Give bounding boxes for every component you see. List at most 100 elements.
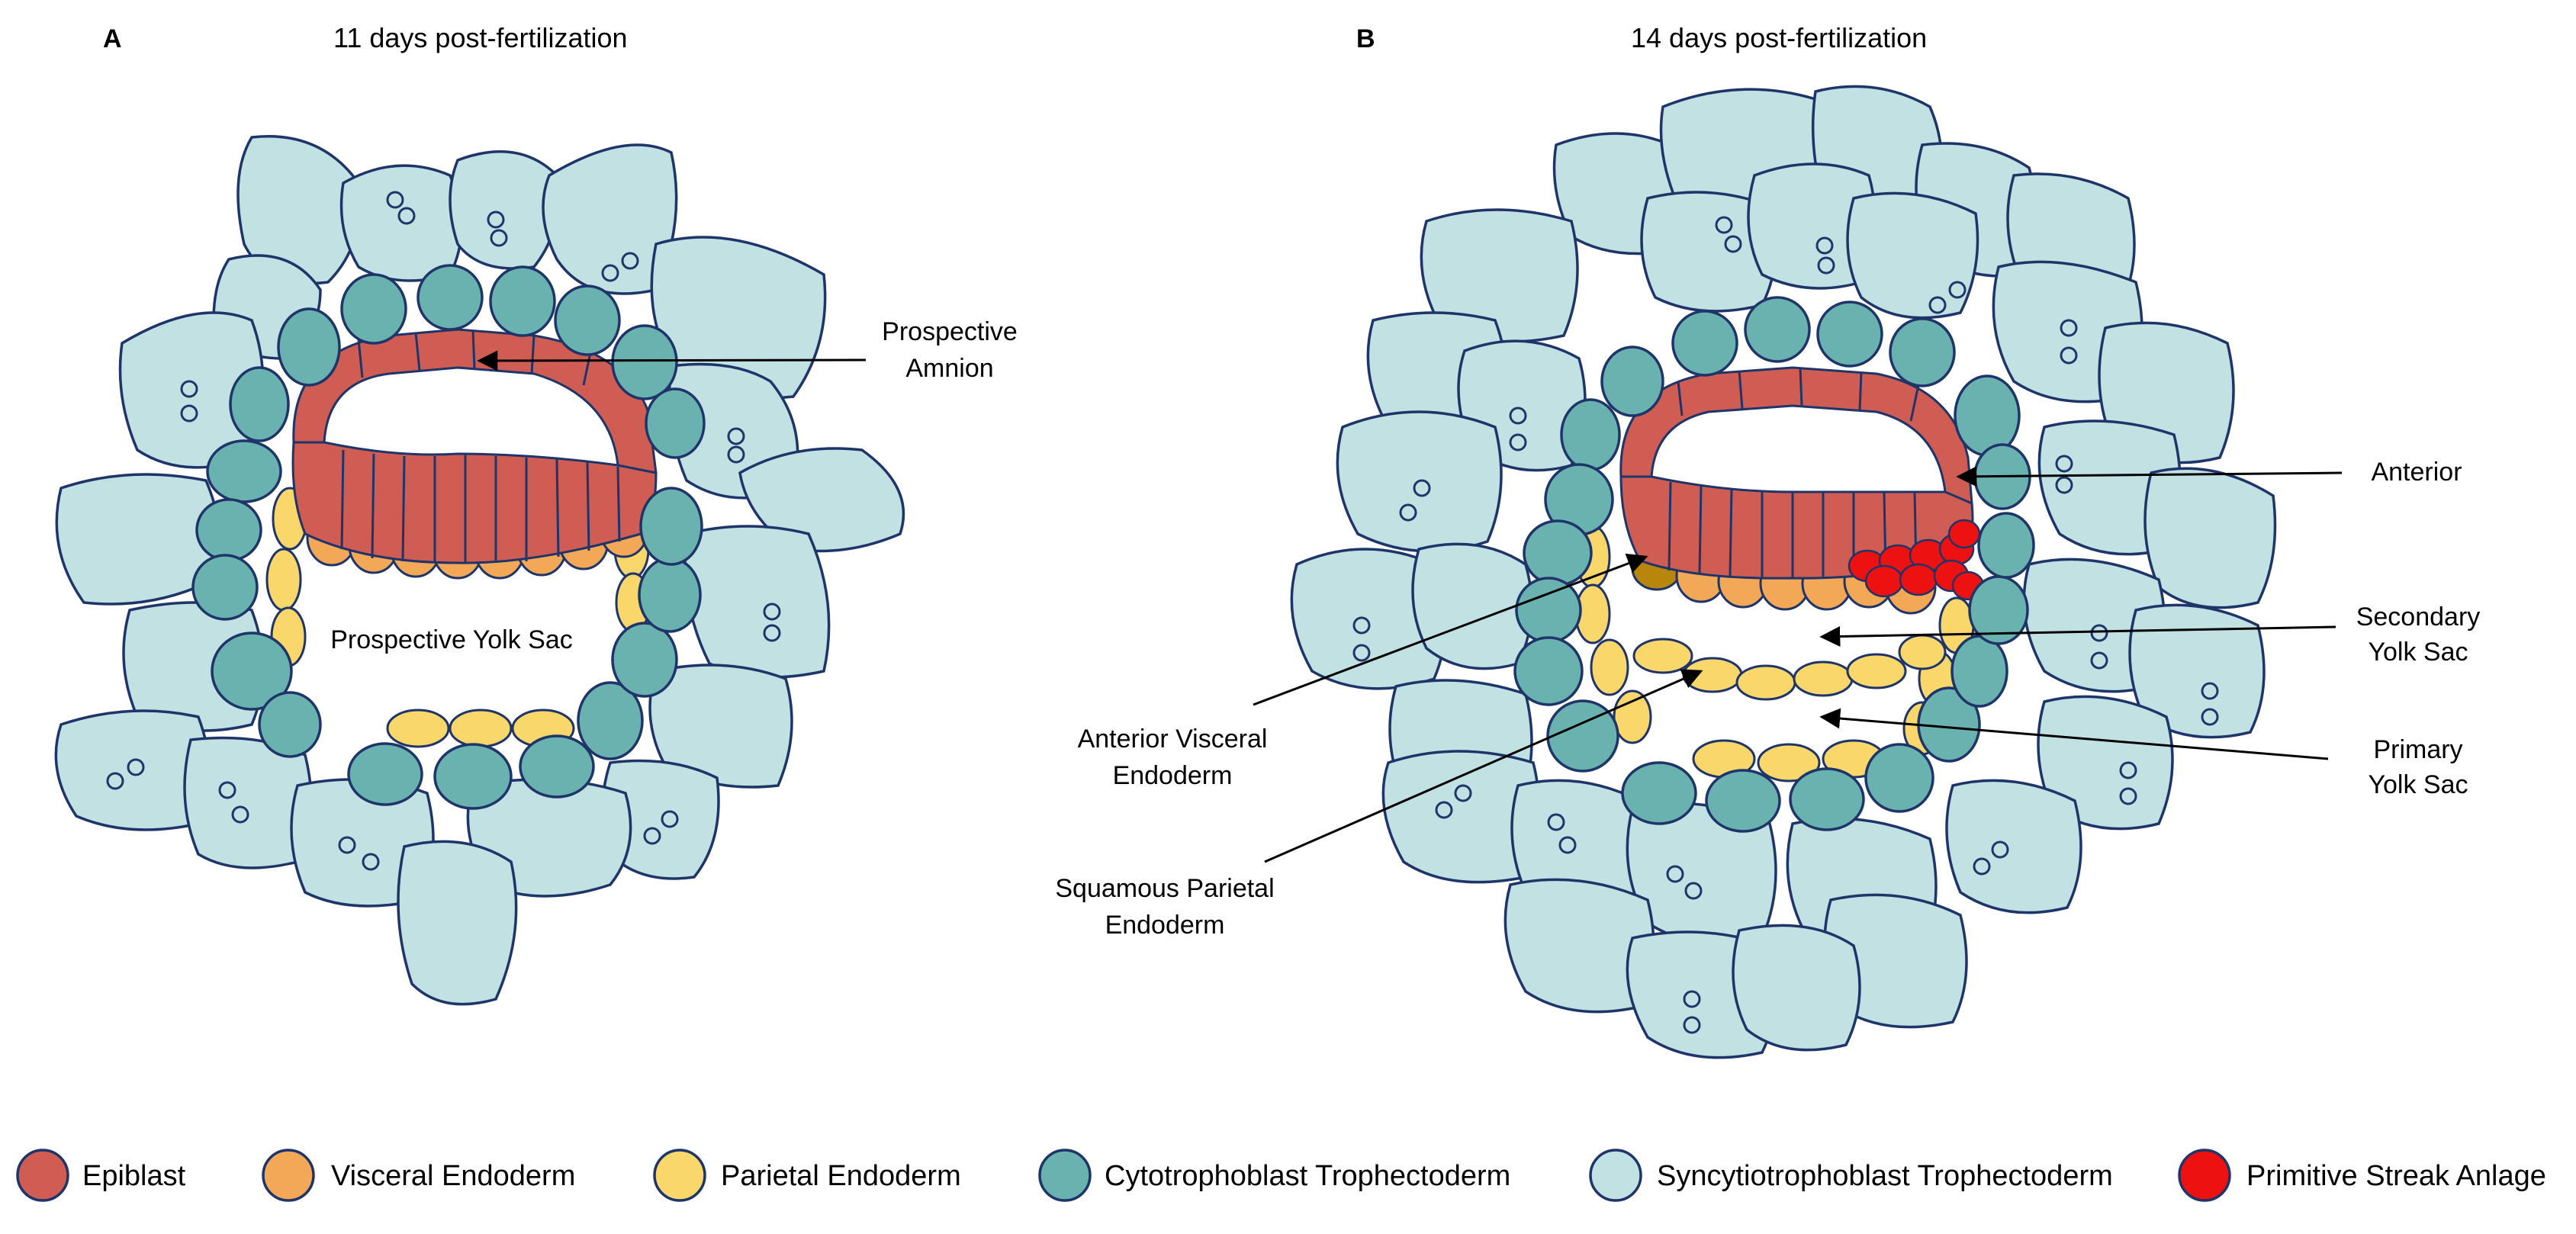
primitive-streak-cell bbox=[1864, 564, 1904, 598]
nucleus bbox=[1684, 882, 1703, 900]
legend-item-cytotrophoblast-trophectoderm: Cytotrophoblast Trophectoderm bbox=[1038, 1149, 1510, 1202]
arrow-prospective-amnion bbox=[477, 350, 867, 371]
arrow-primary-yolk-sac bbox=[1819, 708, 2329, 760]
squamous-parietal-endoderm-cell bbox=[1846, 653, 1907, 689]
panel-b: B 14 days post-fertilization bbox=[1055, 22, 2480, 1059]
cytotrophoblast-cell bbox=[1515, 577, 1582, 644]
cytotrophoblast-cell bbox=[1789, 767, 1865, 831]
cytotrophoblast-cell bbox=[1705, 769, 1781, 833]
panel-a-epiblast bbox=[291, 328, 658, 564]
cytotrophoblast-cell bbox=[639, 487, 703, 566]
nucleus bbox=[1817, 256, 1835, 275]
nucleus bbox=[1928, 296, 1947, 314]
syncytiotrophoblast-cell bbox=[1420, 208, 1579, 343]
cytotrophoblast-cell bbox=[1513, 636, 1584, 706]
nucleus bbox=[763, 603, 781, 621]
cytotrophoblast-cell bbox=[519, 734, 595, 799]
nucleus bbox=[2060, 319, 2078, 337]
parietal-endoderm-cell bbox=[386, 709, 450, 748]
panel-b-title: 14 days post-fertilization bbox=[1631, 22, 1927, 53]
legend-swatch-epiblast bbox=[16, 1149, 69, 1202]
legend-label-primitive-streak: Primitive Streak Anlage bbox=[2246, 1160, 2546, 1192]
legend-label-cytotrophoblast: Cytotrophoblast Trophectoderm bbox=[1105, 1160, 1510, 1192]
nucleus bbox=[643, 827, 661, 845]
label-prospective-yolk-sac: Prospective Yolk Sac bbox=[330, 625, 573, 654]
arrow-squamous-parietal-endoderm bbox=[1264, 669, 1703, 863]
label-anterior-visceral-endoderm-line1: Anterior Visceral bbox=[1078, 725, 1268, 754]
nucleus bbox=[1815, 236, 1834, 255]
epiblast-floor bbox=[291, 441, 658, 564]
legend-item-visceral-endoderm: Visceral Endoderm bbox=[262, 1149, 575, 1202]
label-prospective-amnion-line1: Prospective bbox=[882, 317, 1018, 346]
cytotrophoblast-cell bbox=[1546, 699, 1619, 773]
label-anterior: Anterior bbox=[2371, 458, 2462, 487]
nucleus bbox=[180, 380, 198, 398]
nucleus bbox=[1435, 801, 1453, 819]
cytotrophoblast-cell bbox=[554, 284, 621, 356]
cytotrophoblast-cell bbox=[433, 743, 513, 810]
cytotrophoblast-cell bbox=[1600, 345, 1664, 417]
legend-label-syncytiotrophoblast: Syncytiotrophoblast Trophectoderm bbox=[1657, 1160, 2113, 1192]
nucleus bbox=[1509, 407, 1527, 425]
cytotrophoblast-cell bbox=[638, 557, 702, 633]
cytotrophoblast-cell bbox=[191, 554, 259, 621]
nucleus bbox=[1715, 216, 1733, 234]
panel-a-letter: A bbox=[103, 24, 122, 53]
cytotrophoblast-cell bbox=[611, 622, 678, 698]
syncytiotrophoblast-cell bbox=[236, 135, 362, 285]
legend-label-parietal-endoderm: Parietal Endoderm bbox=[721, 1160, 961, 1192]
nucleus bbox=[490, 229, 508, 247]
legend: Epiblast Visceral Endoderm Parietal Endo… bbox=[16, 1149, 2546, 1202]
nucleus bbox=[1683, 1016, 1701, 1034]
panel-b-nuclei bbox=[1352, 216, 2219, 1034]
squamous-parietal-endoderm-cell bbox=[1793, 660, 1854, 697]
legend-item-parietal-endoderm: Parietal Endoderm bbox=[653, 1149, 961, 1202]
arrow-anterior bbox=[1956, 466, 2343, 487]
nucleus bbox=[661, 810, 679, 828]
cytotrophoblast-cell bbox=[277, 307, 341, 387]
panel-a: A 11 days post-fertilization bbox=[54, 22, 1018, 1006]
nucleus bbox=[2055, 476, 2073, 494]
nucleus bbox=[2119, 761, 2137, 779]
nucleus bbox=[1948, 281, 1967, 299]
nucleus bbox=[1558, 836, 1577, 854]
nucleus bbox=[1454, 784, 1472, 802]
cytotrophoblast-cell bbox=[1816, 300, 1883, 368]
nucleus bbox=[2090, 624, 2108, 642]
cytotrophoblast-cell bbox=[1744, 296, 1811, 363]
cytotrophoblast-cell bbox=[645, 387, 706, 459]
nucleus bbox=[2201, 682, 2219, 700]
label-primary-yolk-sac-line2: Yolk Sac bbox=[2368, 770, 2468, 799]
syncytiotrophoblast-cell bbox=[1290, 548, 1447, 690]
cytotrophoblast-cell bbox=[611, 324, 678, 400]
cytotrophoblast-cell bbox=[1621, 761, 1697, 825]
label-squamous-parietal-endoderm-line2: Endoderm bbox=[1105, 911, 1225, 940]
nucleus bbox=[1666, 865, 1684, 883]
cytotrophoblast-cell bbox=[577, 681, 644, 760]
nucleus bbox=[2201, 708, 2219, 726]
parietal-endoderm-cell bbox=[1613, 689, 1652, 744]
squamous-parietal-endoderm-cell bbox=[1632, 638, 1693, 674]
squamous-parietal-endoderm-cell bbox=[1898, 634, 1947, 670]
cytotrophoblast-cell bbox=[1950, 635, 2008, 708]
syncytiotrophoblast-cell bbox=[397, 840, 518, 1006]
panel-b-syncytiotrophoblast-layer bbox=[1290, 85, 2277, 1059]
legend-label-visceral-endoderm: Visceral Endoderm bbox=[331, 1160, 575, 1192]
panel-b-primitive-streak-anlage bbox=[1848, 519, 1985, 601]
syncytiotrophoblast-cell bbox=[648, 664, 793, 789]
nucleus bbox=[386, 191, 404, 209]
legend-item-primitive-streak-anlage: Primitive Streak Anlage bbox=[2178, 1149, 2546, 1202]
cytotrophoblast-cell bbox=[1889, 317, 1956, 387]
syncytiotrophoblast-cell bbox=[2037, 695, 2174, 831]
label-secondary-yolk-sac-line2: Yolk Sac bbox=[2368, 638, 2468, 667]
label-prospective-amnion-line2: Amnion bbox=[905, 354, 993, 383]
panel-a-syncytiotrophoblast-layer bbox=[54, 135, 905, 1006]
syncytiotrophoblast-cell bbox=[683, 525, 831, 679]
nucleus bbox=[601, 264, 619, 282]
panel-a-cytotrophoblast-ring bbox=[191, 264, 706, 810]
cytotrophoblast-cell bbox=[211, 631, 293, 711]
cytotrophoblast-cell bbox=[1560, 398, 1621, 471]
legend-item-syncytiotrophoblast-trophectoderm: Syncytiotrophoblast Trophectoderm bbox=[1589, 1149, 2113, 1202]
legend-item-epiblast: Epiblast bbox=[16, 1149, 186, 1202]
legend-label-epiblast: Epiblast bbox=[82, 1160, 186, 1192]
